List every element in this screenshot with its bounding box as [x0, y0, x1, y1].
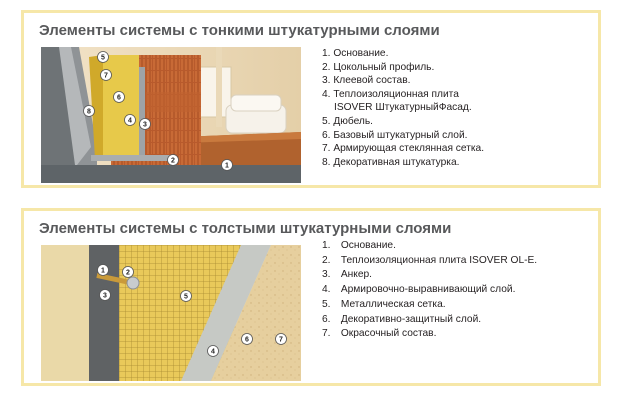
svg-text:4: 4	[211, 349, 215, 356]
legend-item: 7. Окрасочный состав.	[322, 328, 437, 340]
legend-item: 4. Армировочно-выравнивающий слой.	[322, 284, 516, 296]
svg-text:2: 2	[126, 270, 130, 277]
svg-text:7: 7	[104, 73, 108, 80]
svg-text:3: 3	[143, 122, 147, 129]
legend-item-continuation: ISOVER ШтукатурныйФасад.	[334, 102, 472, 114]
callout-marker-1: 1	[221, 159, 233, 171]
callout-marker-2: 2	[167, 154, 179, 166]
legend-list: 1. Основание. 2. Цокольный профиль. 3. К…	[322, 47, 484, 169]
svg-text:1: 1	[225, 163, 229, 170]
callout-marker-6: 6	[241, 333, 253, 345]
svg-text:5: 5	[184, 294, 188, 301]
wall-section-image	[41, 245, 301, 381]
svg-text:8: 8	[87, 109, 91, 116]
callout-markers: 5 7 6 8 4 3 2 1	[83, 51, 233, 171]
legend-list: 1. Основание. 2. Теплоизоляционная плита…	[322, 239, 537, 342]
callout-marker-5: 5	[180, 290, 192, 302]
legend-item: 3. Анкер.	[322, 269, 372, 281]
legend-item: 6. Базовый штукатурный слой.	[322, 129, 468, 141]
callout-marker-1: 1	[97, 264, 109, 276]
svg-text:3: 3	[103, 293, 107, 300]
legend-item: 4. Теплоизоляционная плита	[322, 88, 459, 100]
legend-item: 1. Основание.	[322, 240, 396, 251]
wall-section-image	[41, 47, 301, 183]
callout-marker-3: 3	[99, 289, 111, 301]
callout-marker-3: 3	[139, 118, 151, 130]
legend-item: 5. Металлическая сетка.	[322, 298, 446, 310]
svg-text:6: 6	[245, 337, 249, 344]
svg-text:2: 2	[171, 158, 175, 165]
svg-text:7: 7	[279, 337, 283, 344]
panel-title: Элементы системы с тонкими штукатурными …	[39, 22, 440, 39]
thick-plaster-illustration: 1 2 3 5 4 6 7	[41, 245, 301, 381]
thin-plaster-illustration: 5 7 6 8 4 3 2 1	[41, 47, 301, 183]
callout-marker-8: 8	[83, 105, 95, 117]
legend-item: 7. Армирующая стеклянная сетка.	[322, 143, 485, 155]
thin-plaster-system-panel: Элементы системы с тонкими штукатурными …	[21, 10, 601, 188]
svg-text:4: 4	[128, 118, 132, 125]
callout-marker-5: 5	[97, 51, 109, 63]
svg-text:1: 1	[101, 268, 105, 275]
panel-title: Элементы системы с толстыми штукатурными…	[39, 220, 452, 237]
legend-item: 8. Декоративная штукатурка.	[322, 156, 460, 168]
svg-text:6: 6	[117, 95, 121, 102]
legend-item: 1. Основание.	[322, 48, 389, 59]
callout-markers: 1 2 3 5 4 6 7	[97, 264, 287, 357]
thick-plaster-system-panel: Элементы системы с толстыми штукатурными…	[21, 208, 601, 386]
legend-item: 6. Декоративно-защитный слой.	[322, 313, 482, 325]
legend-item: 2. Теплоизоляционная плита ISOVER OL-E.	[322, 254, 538, 266]
callout-marker-7: 7	[100, 69, 112, 81]
svg-text:5: 5	[101, 55, 105, 62]
legend-item: 5. Дюбель.	[322, 115, 374, 127]
legend-item: 3. Клеевой состав.	[322, 75, 411, 87]
callout-marker-4: 4	[207, 345, 219, 357]
callout-marker-7: 7	[275, 333, 287, 345]
callout-marker-2: 2	[122, 266, 134, 278]
callout-marker-4: 4	[124, 114, 136, 126]
legend-item: 2. Цокольный профиль.	[322, 61, 435, 73]
callout-marker-6: 6	[113, 91, 125, 103]
